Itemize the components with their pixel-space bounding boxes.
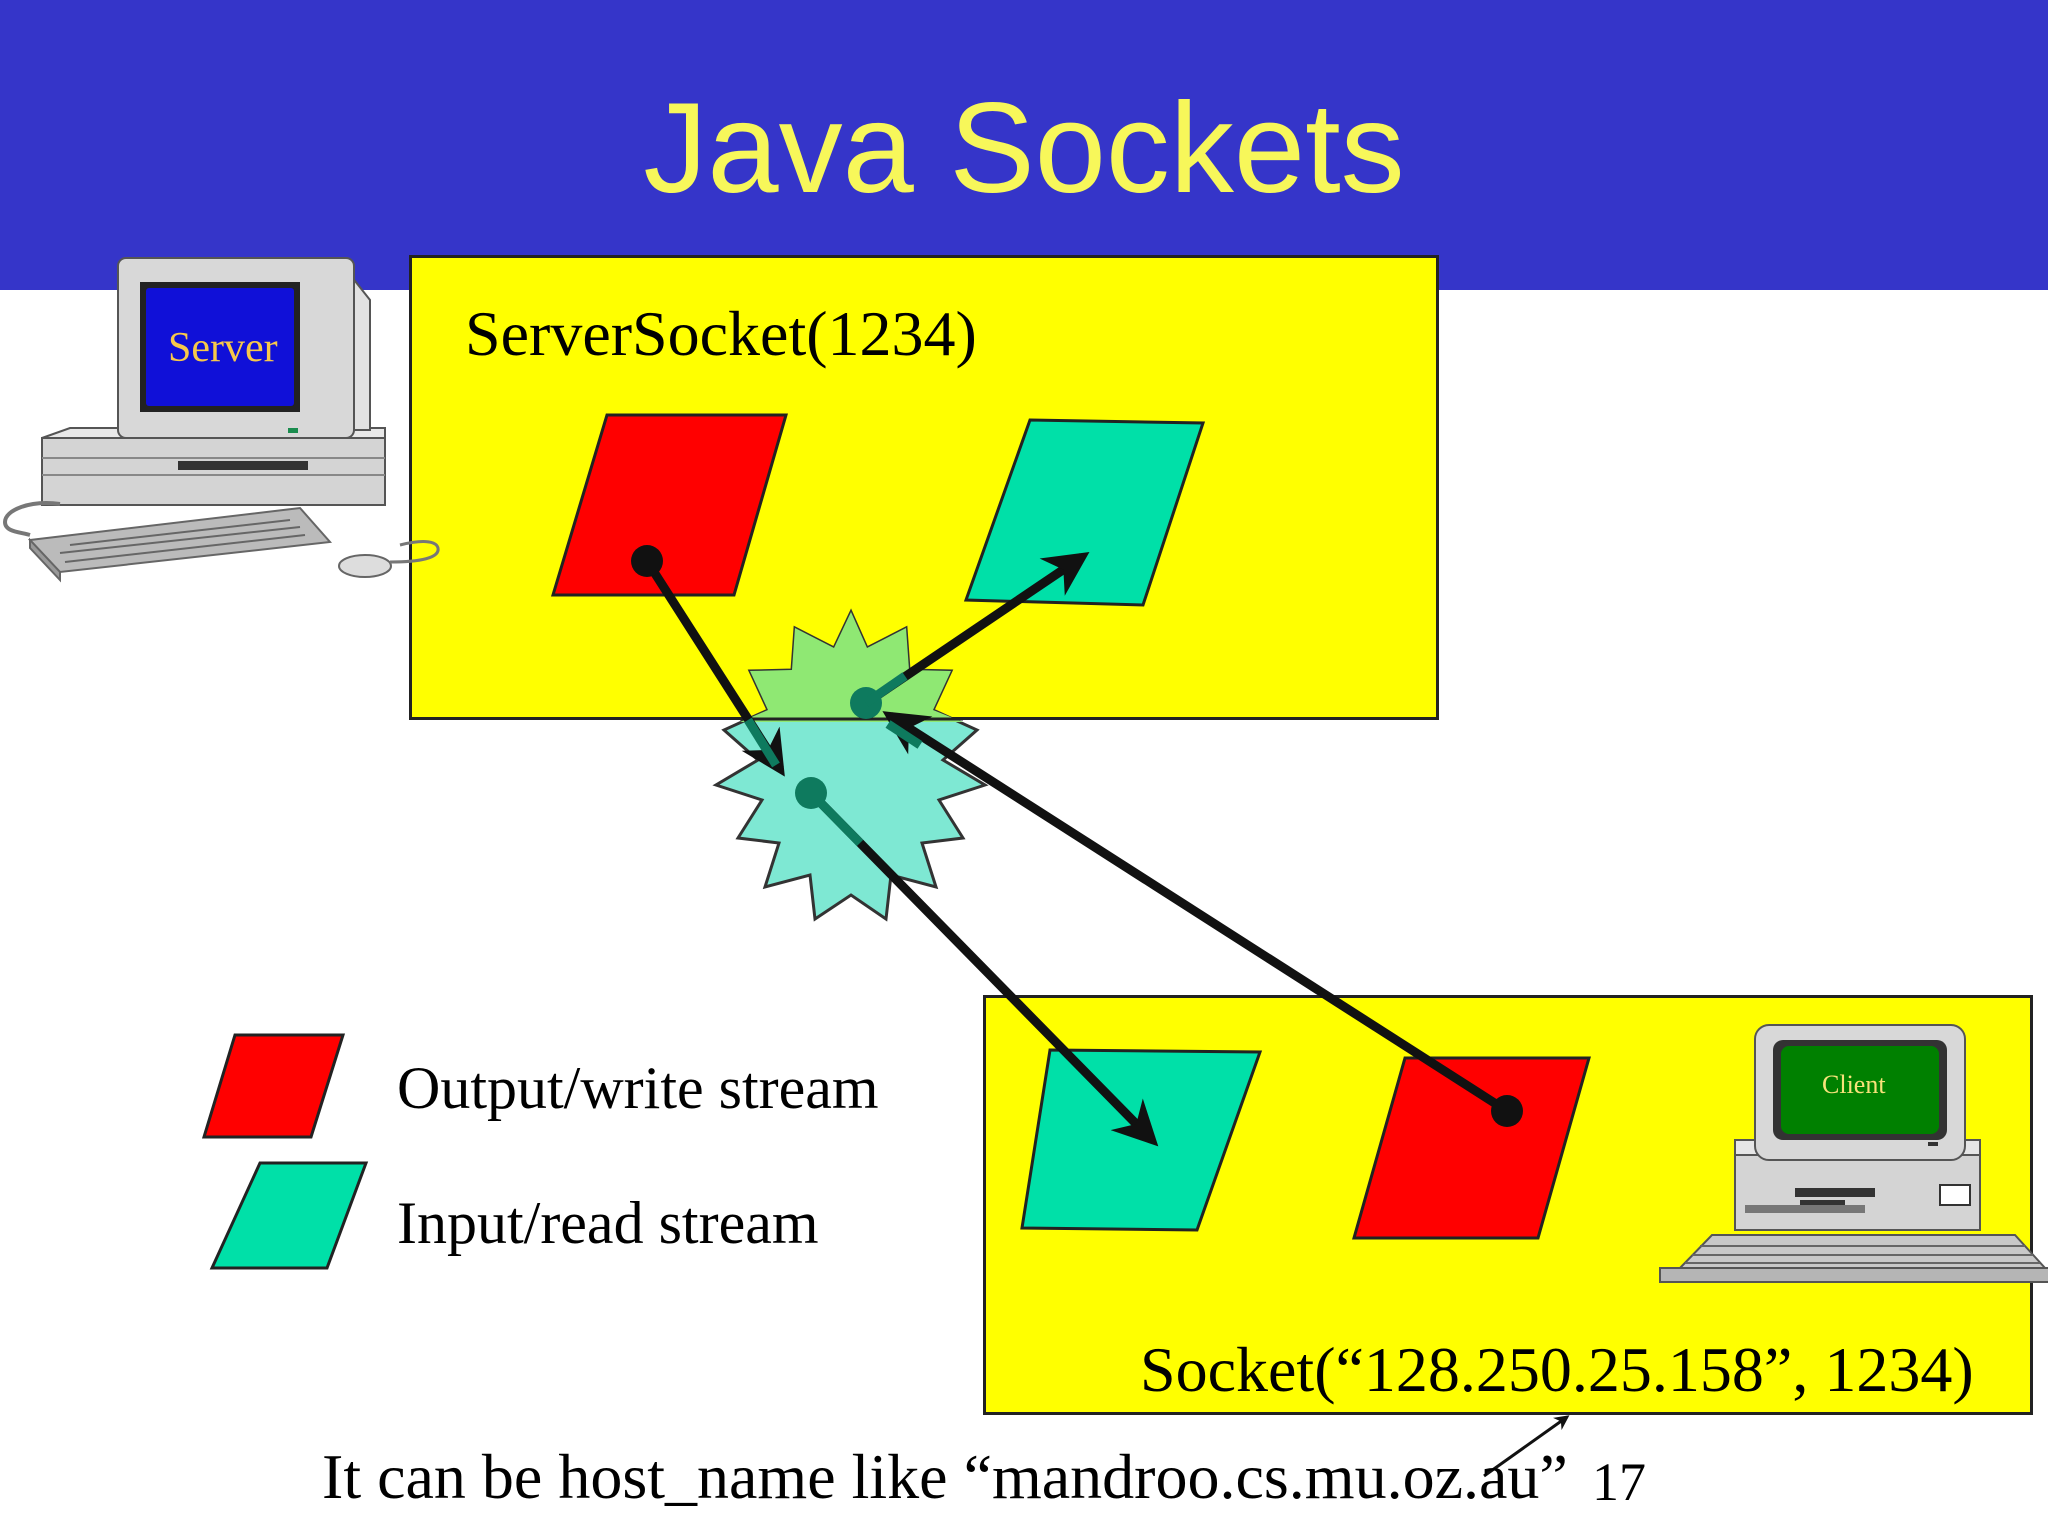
client-screen <box>1781 1046 1939 1134</box>
header-band <box>0 0 2048 290</box>
server-socket-label: ServerSocket(1234) <box>465 298 977 369</box>
footnote: It can be host_name like “mandroo.cs.mu.… <box>322 1441 1568 1512</box>
legend-output-icon <box>201 1033 346 1139</box>
client-output-stream <box>1352 1056 1591 1240</box>
client-computer-icon <box>1659 1024 2048 1283</box>
server-output-stream <box>550 413 788 597</box>
legend-input-icon <box>209 1161 369 1270</box>
legend-input-label: Input/read stream <box>397 1190 819 1256</box>
server-input-stream <box>963 418 1206 607</box>
slide-title: Java Sockets <box>643 77 1405 220</box>
footnote-pointer-arrow <box>1483 1415 1570 1478</box>
server-screen-label: Server <box>168 325 278 371</box>
server-computer-icon <box>2 257 440 583</box>
client-input-arrow <box>807 789 1159 1147</box>
legend-output-label: Output/write stream <box>397 1055 879 1121</box>
client-output-arrow <box>882 711 1510 1115</box>
client-socket-label: Socket(“128.250.25.158”, 1234) <box>1140 1334 1974 1405</box>
page-number: 17 <box>1592 1452 1646 1512</box>
server-socket-panel <box>409 255 1439 720</box>
server-screen <box>146 288 294 406</box>
client-screen-label: Client <box>1822 1070 1886 1099</box>
client-input-stream <box>1020 1048 1263 1232</box>
